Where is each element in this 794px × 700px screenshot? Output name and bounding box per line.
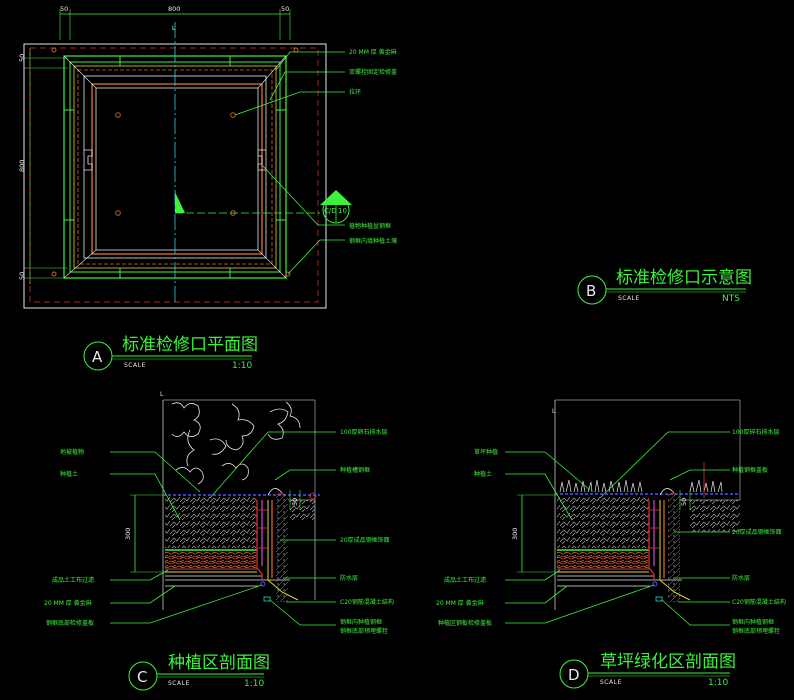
- plan-label-2: 双螺栓固定检修盖: [349, 68, 397, 76]
- plan-label-1: 20 MM 厚 黄金麻: [349, 48, 397, 56]
- title-block-d: D 草坪绿化区剖面图 SCALE 1:10: [559, 652, 736, 689]
- d-left-label-2: 种植土: [474, 470, 492, 478]
- title-a-ratio: 1:10: [232, 361, 252, 371]
- title-b-name: 标准检修口示意图: [616, 268, 752, 288]
- section-bubble-left: C/D: [324, 207, 337, 215]
- d-right-label-7: 钢框底部预埋螺栓: [732, 627, 780, 635]
- svg-text:L: L: [160, 391, 164, 398]
- c-left-label-4: 20 MM 厚 黄金麻: [44, 599, 92, 607]
- c-right-label-3: 20厚成品钢框饰面: [340, 536, 390, 544]
- section-view-c: L: [44, 391, 394, 635]
- plan-label-5: 钢框内填种植土壤: [349, 237, 397, 245]
- dim-top-right: 50: [281, 5, 289, 13]
- title-a-name: 标准检修口平面图: [122, 335, 258, 355]
- d-right-label-3: 20厚成品钢框饰面: [732, 528, 782, 536]
- d-small-dim: 50: [680, 498, 688, 506]
- dim-side-bot: 50: [18, 272, 26, 280]
- dim-top-left: 50: [60, 5, 68, 13]
- title-d-letter: D: [568, 666, 580, 684]
- d-right-label-6: 钢框内种植钢框: [732, 618, 774, 626]
- d-left-label-5: 种植区钢板检修盖板: [438, 619, 492, 627]
- title-b-scale: SCALE: [618, 295, 640, 302]
- title-block-a: A 标准检修口平面图 SCALE 1:10: [83, 335, 258, 371]
- c-right-label-2: 种植槽钢框: [340, 466, 370, 474]
- section-view-d: L 300 50: [436, 399, 786, 635]
- c-right-label-1: 100厚卵石排水层: [340, 428, 387, 436]
- dim-top-mid: 800: [168, 5, 180, 13]
- title-d-name: 草坪绿化区剖面图: [600, 652, 736, 672]
- d-right-label-2: 种植钢框盖板: [732, 466, 768, 474]
- title-block-b: B 标准检修口示意图 SCALE NTS: [577, 268, 752, 305]
- section-marker: C/D 10: [320, 190, 352, 224]
- c-right-label-6: 钢框内种植钢框: [340, 618, 382, 626]
- c-left-label-1: 地被植物: [60, 448, 84, 456]
- c-right-label-7: 钢框底部预埋螺栓: [340, 627, 388, 635]
- c-right-label-5: C20钢筋混凝土结构: [340, 598, 394, 606]
- d-left-label-4: 20 MM 厚 黄金麻: [436, 599, 484, 607]
- title-c-name: 种植区剖面图: [168, 653, 270, 673]
- d-left-label-1: 草坪种植: [474, 448, 498, 456]
- d-left-label-3: 成品土工布过滤: [444, 576, 486, 584]
- c-right-label-4: 防水层: [340, 574, 358, 582]
- d-right-label-1: 100厚碎石排水层: [732, 428, 779, 436]
- title-d-scale: SCALE: [600, 679, 622, 686]
- title-b-letter: B: [586, 282, 596, 300]
- c-left-label-3: 成品土工布过滤: [52, 576, 94, 584]
- plan-label-4: 植物种植盆钢框: [349, 222, 391, 230]
- title-block-c: C 种植区剖面图 SCALE 1:10: [128, 653, 270, 691]
- title-c-letter: C: [137, 668, 147, 686]
- title-b-ratio: NTS: [722, 294, 740, 304]
- dim-side-top: 50: [18, 54, 26, 62]
- plan-view-a: 50 800 50 50 800 50: [18, 5, 397, 309]
- dim-side-mid: 800: [18, 160, 26, 172]
- d-right-label-4: 防水层: [732, 574, 750, 582]
- svg-text:L: L: [552, 408, 556, 415]
- c-left-label-5: 钢框底部检修盖板: [46, 619, 94, 627]
- d-depth-dim: 300: [511, 528, 519, 540]
- c-depth-dim: 300: [124, 528, 132, 540]
- d-right-label-5: C20钢筋混凝土结构: [732, 598, 786, 606]
- c-small-dim: 50: [291, 498, 299, 506]
- plan-label-3: 拉环: [349, 88, 361, 96]
- svg-text:L: L: [172, 25, 176, 32]
- c-left-label-2: 种植土: [60, 470, 78, 478]
- title-c-scale: SCALE: [168, 680, 190, 687]
- section-bubble-right: 10: [338, 207, 347, 215]
- title-a-scale: SCALE: [124, 362, 146, 369]
- title-c-ratio: 1:10: [244, 679, 264, 689]
- title-a-letter: A: [92, 348, 103, 366]
- title-d-ratio: 1:10: [708, 678, 728, 688]
